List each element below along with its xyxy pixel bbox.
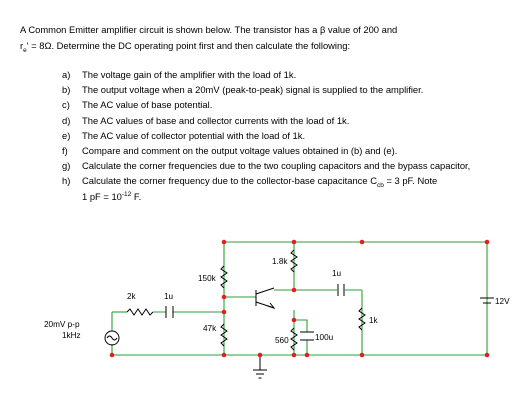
question-label: f) [62, 145, 68, 157]
resistor-emitter [290, 327, 298, 351]
question-item: e) The AC value of collector potential wi… [62, 128, 507, 143]
label-r-bias-bottom: 47k [203, 324, 217, 333]
question-item: a) The voltage gain of the amplifier with… [62, 67, 507, 82]
label-c-output: 1u [332, 269, 342, 278]
output-wire [294, 289, 363, 355]
capacitor-output [330, 284, 352, 296]
question-item: b) The output voltage when a 20mV (peak-t… [62, 82, 507, 97]
resistor-bias-bottom [220, 323, 228, 347]
question-h-text-b: = 3 pF. Note [383, 175, 438, 187]
question-label: e) [62, 129, 71, 141]
label-r-load: 1k [369, 316, 379, 325]
question-list: a) The voltage gain of the amplifier with… [62, 67, 507, 204]
question-text: Calculate the corner frequencies due to … [82, 160, 471, 172]
question-text: Compare and comment on the output voltag… [82, 145, 398, 157]
question-item: d) The AC values of base and collector cu… [62, 113, 507, 128]
problem-intro: A Common Emitter amplifier circuit is sh… [20, 22, 510, 54]
resistor-bias-top [220, 265, 228, 289]
ground-icon [253, 355, 267, 379]
question-label: a) [62, 69, 71, 80]
label-c-bypass: 100u [315, 333, 334, 342]
question-h-line-2: 1 pF = 10-12 F. [82, 191, 141, 202]
question-h-text-d: F. [131, 190, 142, 202]
question-label: h) [62, 175, 71, 187]
label-r-source: 2k [127, 292, 137, 301]
problem-statement: A Common Emitter amplifier circuit is sh… [20, 22, 510, 204]
label-r-collector: 1.8k [272, 257, 288, 266]
circuit-nodes [109, 239, 490, 358]
label-supply: 12V [495, 297, 510, 306]
ac-source-symbol [104, 330, 120, 346]
re-subscript: e [23, 46, 27, 54]
label-source: 20mV p-p [44, 320, 80, 329]
question-h-line-1: Calculate the corner frequency due to th… [82, 175, 438, 190]
sine-wave-icon [106, 335, 118, 341]
question-item: g) Calculate the corner frequencies due t… [62, 158, 507, 173]
label-c-input: 1u [164, 292, 174, 301]
exponent: -12 [121, 190, 132, 198]
question-label: d) [62, 114, 71, 126]
intro-line-2-text: ' = 8Ω. Determine the DC operating point… [26, 40, 351, 51]
capacitor-bypass [300, 331, 314, 341]
question-item: c) The AC value of base potential. [62, 97, 507, 112]
label-r-bias-top: 150k [198, 274, 217, 283]
dc-supply-battery [480, 297, 494, 304]
question-label: c) [62, 99, 70, 111]
amplifier-circuit-diagram: 1.8k 1u 150k 2k 1u 12V 1k 20mV p-p 1kHz … [44, 239, 510, 379]
question-item: f) Compare and comment on the output volt… [62, 143, 507, 158]
capacitor-input [153, 306, 183, 318]
intro-line-1: A Common Emitter amplifier circuit is sh… [20, 24, 398, 35]
question-text: The output voltage when a 20mV (peak-to-… [82, 84, 424, 96]
resistor-load [358, 307, 366, 331]
label-source-freq: 1kHz [62, 331, 81, 340]
intro-line-2: re' = 8Ω. Determine the DC operating poi… [20, 38, 510, 54]
ac-source [104, 330, 120, 346]
label-r-emitter: 560 [275, 336, 289, 345]
resistor-source [126, 308, 154, 316]
question-h-text-c: 1 pF = 10 [82, 190, 122, 202]
question-label: b) [62, 84, 71, 96]
collector-wire [274, 242, 295, 291]
question-text: The AC values of base and collector curr… [82, 114, 350, 126]
question-text: The AC value of base potential. [82, 99, 213, 111]
re-symbol: r [20, 40, 24, 51]
bypass-wire [294, 319, 308, 355]
question-text: The voltage gain of the amplifier with t… [82, 69, 297, 80]
ccb-subscript: cb [376, 182, 384, 190]
question-text: The AC value of collector potential with… [82, 129, 306, 141]
question-label: g) [62, 160, 71, 172]
transistor-npn [255, 287, 276, 310]
resistor-collector [290, 249, 298, 273]
question-h-text-a: Calculate the corner frequency due to th… [82, 175, 377, 187]
circuit-wires [111, 241, 488, 356]
question-item-h: h) Calculate the corner frequency due to … [62, 173, 507, 203]
